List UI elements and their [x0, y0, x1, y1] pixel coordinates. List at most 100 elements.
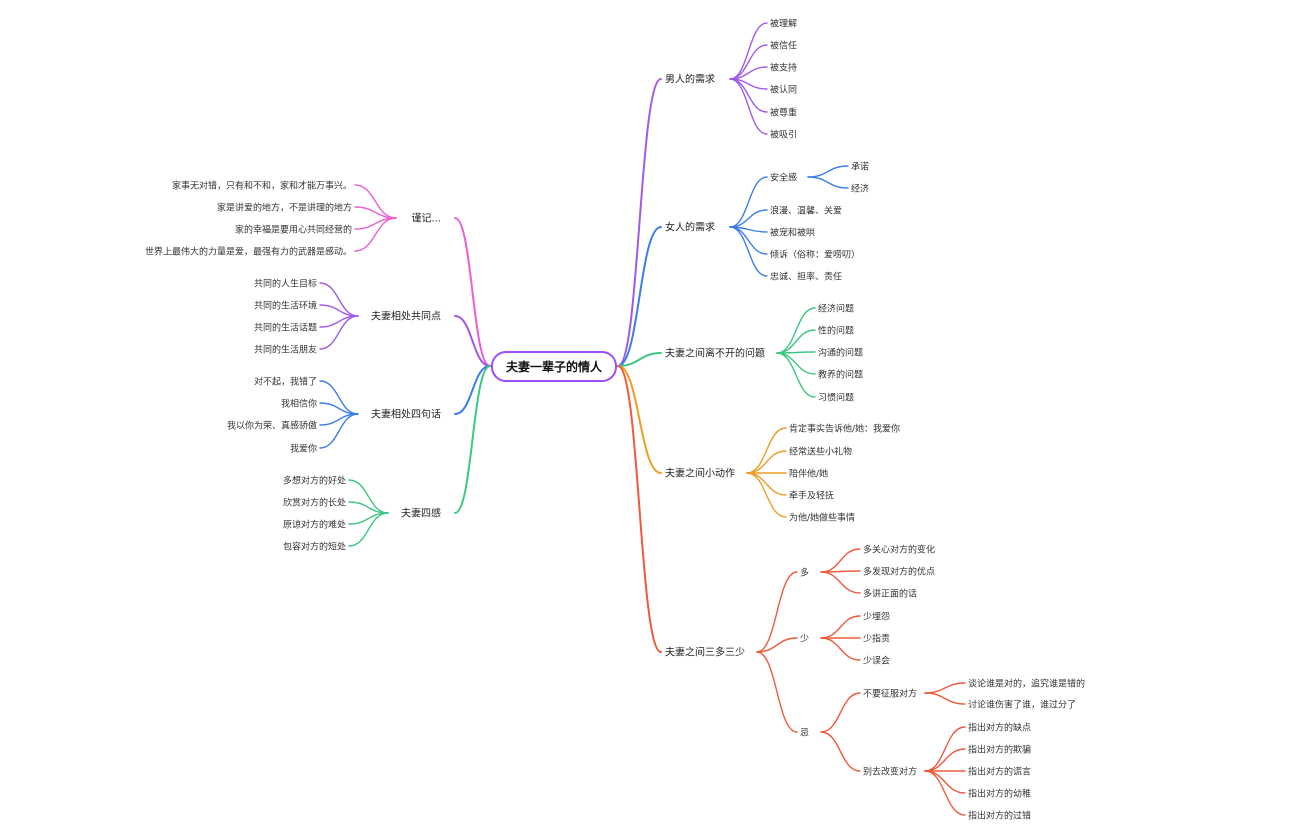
connector-line — [319, 315, 359, 350]
topic-node[interactable]: 指出对方的缺点 — [968, 722, 1031, 734]
connector-line — [348, 512, 389, 547]
topic-node[interactable]: 谈论谁是对的，追究谁是错的 — [968, 678, 1085, 690]
connector-line — [807, 176, 849, 189]
topic-node[interactable]: 包容对方的短处 — [283, 541, 346, 553]
branch-node[interactable]: 夫妻之间小动作 — [665, 467, 735, 480]
topic-node[interactable]: 多关心对方的变化 — [863, 544, 935, 556]
connector-line — [756, 571, 798, 653]
topic-node[interactable]: 指出对方的幼稚 — [968, 788, 1031, 800]
connector-line — [729, 22, 768, 80]
topic-node[interactable]: 指出对方的过错 — [968, 810, 1031, 822]
connector-line — [729, 78, 768, 135]
connector-line — [617, 365, 662, 653]
topic-node[interactable]: 被认同 — [770, 84, 797, 96]
connector-line — [617, 78, 662, 367]
topic-node[interactable]: 经济问题 — [818, 303, 854, 315]
topic-node[interactable]: 被信任 — [770, 40, 797, 52]
topic-node[interactable]: 对不起，我错了 — [254, 376, 317, 388]
topic-node[interactable]: 家是讲爱的地方，不是讲理的地方 — [217, 202, 352, 214]
topic-node[interactable]: 指出对方的欺骗 — [968, 744, 1031, 756]
connector-lines — [319, 22, 966, 816]
connector-line — [746, 450, 787, 474]
topic-node[interactable]: 被尊重 — [770, 107, 797, 119]
topic-node[interactable]: 习惯问题 — [818, 392, 854, 404]
connector-line — [746, 472, 787, 518]
topic-node[interactable]: 被理解 — [770, 18, 797, 30]
topic-node[interactable]: 教养的问题 — [818, 369, 863, 381]
branch-node[interactable]: 夫妻相处四句话 — [371, 408, 441, 421]
branch-node[interactable]: 女人的需求 — [665, 221, 715, 234]
connector-line — [820, 615, 861, 639]
branch-node[interactable]: 谨记... — [411, 212, 441, 225]
connector-line — [729, 226, 768, 277]
topic-node[interactable]: 肯定事实告诉他/她：我爱你 — [789, 423, 900, 435]
topic-node[interactable]: 少误会 — [863, 655, 890, 667]
branch-node[interactable]: 夫妻相处共同点 — [371, 310, 441, 323]
connector-line — [756, 651, 798, 733]
topic-node[interactable]: 少指责 — [863, 633, 890, 645]
topic-node[interactable]: 少 — [800, 634, 809, 645]
connector-line — [924, 726, 966, 772]
topic-node[interactable]: 共同的生活环境 — [254, 300, 317, 312]
topic-node[interactable]: 少埋怨 — [863, 611, 890, 623]
topic-node[interactable]: 别去改变对方 — [863, 766, 917, 778]
connector-line — [746, 427, 787, 474]
root-node-border — [491, 351, 617, 382]
topic-node[interactable]: 陪伴他/她 — [789, 468, 828, 480]
connector-line — [319, 413, 359, 449]
topic-node[interactable]: 多想对方的好处 — [283, 475, 346, 487]
topic-node[interactable]: 性的问题 — [818, 325, 854, 337]
branch-node[interactable]: 夫妻四感 — [401, 507, 441, 520]
topic-node[interactable]: 多 — [800, 567, 809, 579]
topic-node[interactable]: 欣赏对方的长处 — [283, 497, 346, 509]
topic-node[interactable]: 家事无对错，只有和不和，家和才能万事兴。 — [172, 180, 352, 192]
root-title: 夫妻一辈子的情人 — [505, 359, 603, 374]
topic-node[interactable]: 浪漫、温馨、关爱 — [770, 205, 842, 217]
topic-node[interactable]: 安全感 — [770, 172, 797, 184]
root-node[interactable]: 夫妻一辈子的情人 — [491, 351, 617, 382]
topic-node[interactable]: 不要征服对方 — [863, 688, 917, 700]
connector-line — [746, 472, 787, 496]
topic-node[interactable]: 我相信你 — [281, 398, 317, 410]
connector-line — [454, 365, 491, 514]
topic-node[interactable]: 沟通的问题 — [818, 347, 863, 359]
topic-node[interactable]: 被支持 — [770, 62, 797, 74]
connector-line — [354, 217, 397, 252]
branch-node[interactable]: 夫妻之间离不开的问题 — [665, 347, 765, 360]
topic-node[interactable]: 被宠和被哄 — [770, 227, 815, 239]
topic-node[interactable]: 为他/她做些事情 — [789, 512, 855, 524]
topic-node[interactable]: 我以你为荣、真感骄傲 — [227, 420, 317, 432]
connector-line — [454, 217, 491, 367]
topic-node[interactable]: 经常送些小礼物 — [789, 446, 852, 458]
topic-node[interactable]: 牵手及轻抚 — [789, 490, 834, 502]
connector-line — [924, 682, 966, 694]
connector-line — [776, 329, 816, 354]
topic-node[interactable]: 被吸引 — [770, 129, 797, 141]
topic-node[interactable]: 指出对方的谎言 — [968, 766, 1031, 778]
connector-line — [820, 548, 861, 573]
topic-node[interactable]: 忌 — [800, 728, 809, 739]
topic-node[interactable]: 家的幸福是要用心共同经营的 — [235, 224, 352, 236]
topic-node[interactable]: 承诺 — [851, 162, 869, 173]
connector-line — [756, 637, 798, 653]
connector-line — [820, 692, 861, 733]
branch-node[interactable]: 夫妻之间三多三少 — [665, 646, 745, 659]
connector-line — [924, 748, 966, 772]
topic-node[interactable]: 倾诉（俗称：爱唠叨） — [770, 249, 860, 261]
connector-line — [924, 770, 966, 794]
topic-node[interactable]: 讨论谁伤害了谁，谁过分了 — [968, 699, 1076, 711]
topic-node[interactable]: 我爱你 — [290, 443, 317, 455]
topic-node[interactable]: 世界上最伟大的力量是爱，最强有力的武器是感动。 — [145, 246, 352, 258]
topic-node[interactable]: 原谅对方的难处 — [283, 519, 346, 531]
topic-node[interactable]: 多发现对方的优点 — [863, 566, 935, 578]
topic-node[interactable]: 共同的人生目标 — [254, 278, 317, 290]
topic-node[interactable]: 经济 — [851, 183, 869, 195]
connector-line — [924, 692, 966, 705]
topic-node[interactable]: 忠诚、担率、责任 — [770, 271, 842, 283]
topic-node[interactable]: 多讲正面的话 — [863, 588, 917, 600]
topic-node[interactable]: 共同的生活朋友 — [254, 344, 317, 356]
branch-node[interactable]: 男人的需求 — [665, 73, 715, 86]
connector-line — [729, 176, 768, 228]
topic-node[interactable]: 共同的生活话题 — [254, 322, 317, 334]
